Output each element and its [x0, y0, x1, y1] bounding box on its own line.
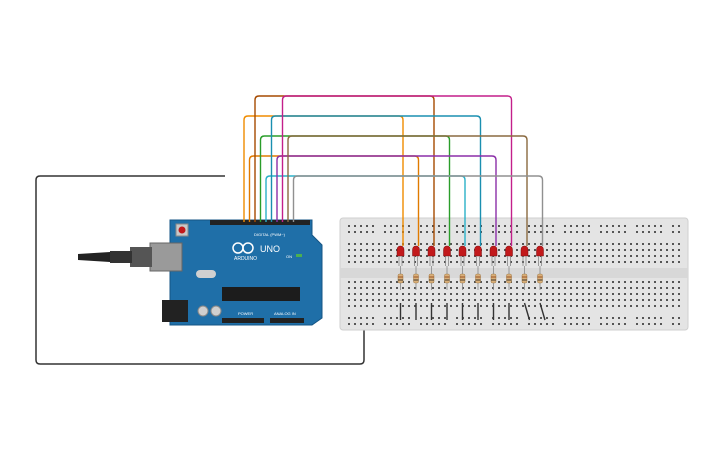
on-label: ON — [286, 254, 292, 259]
signal-wires — [243, 95, 544, 246]
analog-header — [270, 318, 304, 323]
resistor-9 — [521, 273, 528, 284]
usb-connector — [149, 242, 183, 272]
resistor-10 — [537, 273, 543, 284]
power-jack — [162, 300, 188, 322]
microcontroller-chip — [222, 287, 300, 301]
model-label: UNO — [260, 244, 280, 254]
digital-label: DIGITAL (PWM~) — [254, 232, 286, 237]
resistor-4 — [444, 273, 450, 284]
power-header — [222, 318, 264, 323]
ground-jumper-10 — [539, 302, 546, 321]
resistor-2 — [413, 273, 419, 284]
ground-jumper-9 — [523, 302, 531, 321]
led-2 — [412, 245, 420, 257]
led-1 — [396, 245, 405, 257]
wire-6 — [270, 115, 482, 246]
power-label: POWER — [238, 311, 253, 316]
wire-9 — [287, 135, 528, 246]
led-8 — [505, 245, 513, 257]
wire-7 — [276, 155, 497, 246]
analog-label: ANALOG IN — [274, 311, 296, 316]
arduino-board: ARDUINO UNO DIGITAL (PWM~) POWER ANALOG … — [78, 219, 323, 326]
breadboard — [339, 217, 689, 331]
ground-wire — [35, 175, 365, 365]
resistor-8 — [506, 273, 512, 284]
led-array — [396, 245, 546, 321]
digital-header — [210, 220, 310, 225]
brand-label: ARDUINO — [234, 256, 257, 262]
led-10 — [536, 245, 544, 257]
led-9 — [520, 245, 529, 257]
led-6 — [474, 245, 482, 257]
resistor-6 — [475, 273, 481, 284]
resistor-1 — [397, 273, 404, 284]
resistor-5 — [459, 273, 466, 284]
wire-8 — [281, 95, 513, 246]
led-4 — [443, 245, 451, 257]
led-3 — [427, 245, 436, 257]
wire-10 — [292, 175, 544, 246]
led-5 — [458, 245, 467, 257]
led-7 — [489, 245, 498, 257]
resistor-7 — [490, 273, 497, 284]
resistor-3 — [428, 273, 435, 284]
